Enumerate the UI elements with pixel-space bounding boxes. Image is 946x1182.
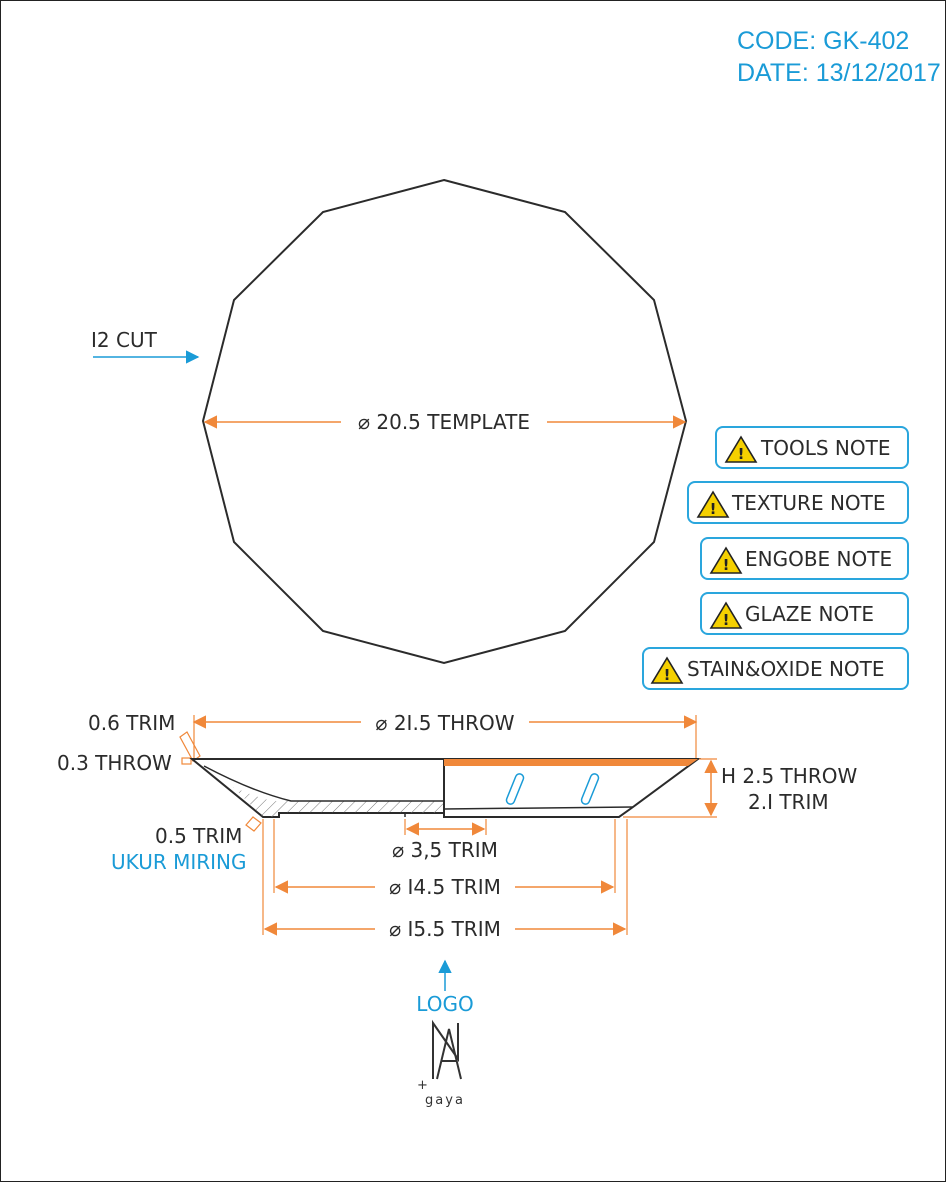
template-diameter-label: ⌀ 20.5 TEMPLATE bbox=[358, 410, 530, 434]
warning-icon bbox=[709, 601, 743, 629]
rim-glaze-band bbox=[444, 759, 698, 766]
dodecagon-template bbox=[201, 178, 688, 665]
glaze-highlight bbox=[505, 773, 525, 805]
logo-brand-text: gaya bbox=[425, 1093, 465, 1108]
base-trim-label: 0.5 TRIM bbox=[155, 824, 242, 848]
note-texture[interactable]: ! TEXTURE NOTE bbox=[687, 481, 909, 524]
foot-inner-label: ⌀ 3,5 TRIM bbox=[392, 838, 498, 862]
logo-label: LOGO bbox=[416, 992, 473, 1016]
note-engobe-label: ENGOBE NOTE bbox=[745, 547, 892, 571]
logo-plus: + bbox=[417, 1078, 428, 1093]
note-stain-oxide-label: STAIN&OXIDE NOTE bbox=[687, 657, 885, 681]
note-tools-label: TOOLS NOTE bbox=[760, 436, 890, 460]
cut-count-label: I2 CUT bbox=[91, 328, 158, 352]
height-trim-label: 2.I TRIM bbox=[748, 790, 829, 814]
drawing-code: CODE: GK-402 bbox=[737, 27, 909, 55]
note-stain-oxide[interactable]: ! STAIN&OXIDE NOTE bbox=[642, 647, 909, 690]
note-glaze[interactable]: ! GLAZE NOTE bbox=[700, 592, 909, 635]
note-tools[interactable]: ! TOOLS NOTE bbox=[715, 426, 909, 469]
warning-icon bbox=[709, 546, 743, 574]
svg-text:!: ! bbox=[710, 500, 717, 518]
warning-icon bbox=[650, 656, 684, 684]
base-measure-note: UKUR MIRING bbox=[111, 850, 247, 874]
note-engobe[interactable]: ! ENGOBE NOTE bbox=[700, 537, 909, 580]
height-throw-label: H 2.5 THROW bbox=[721, 764, 857, 788]
svg-text:!: ! bbox=[664, 666, 671, 684]
drawing-date: DATE: 13/12/2017 bbox=[737, 59, 941, 87]
foot-mid-label: ⌀ I4.5 TRIM bbox=[389, 875, 501, 899]
outer-throw-label: ⌀ 2I.5 THROW bbox=[375, 711, 514, 735]
svg-text:!: ! bbox=[723, 556, 730, 574]
svg-text:!: ! bbox=[738, 445, 745, 463]
rim-throw-marker bbox=[181, 757, 192, 765]
warning-icon bbox=[724, 435, 758, 463]
foot-outer-label: ⌀ I5.5 TRIM bbox=[389, 917, 501, 941]
warning-icon bbox=[696, 490, 730, 518]
brand-logo bbox=[432, 1019, 462, 1080]
glaze-highlight bbox=[580, 773, 600, 805]
rim-throw-label: 0.3 THROW bbox=[57, 751, 172, 775]
rim-trim-marker bbox=[179, 731, 201, 762]
rim-trim-label: 0.6 TRIM bbox=[88, 711, 175, 735]
base-trim-marker bbox=[245, 816, 262, 832]
svg-text:!: ! bbox=[723, 611, 730, 629]
note-texture-label: TEXTURE NOTE bbox=[731, 491, 886, 515]
note-glaze-label: GLAZE NOTE bbox=[745, 602, 874, 626]
